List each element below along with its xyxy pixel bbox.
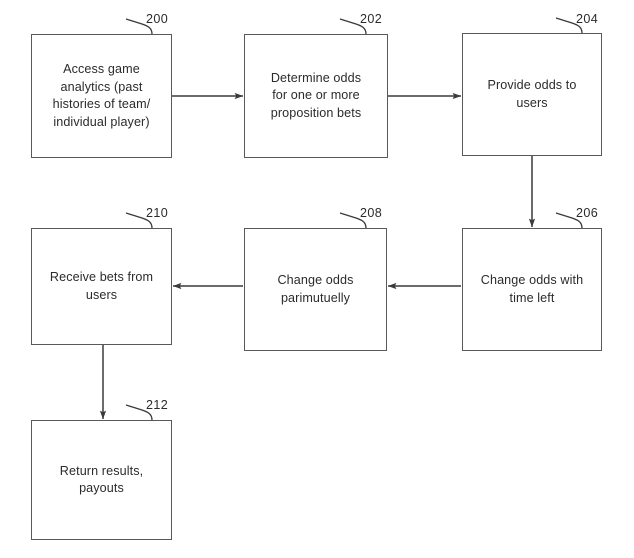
leader-208 (339, 212, 367, 229)
ref-number-210: 210 (146, 206, 169, 220)
node-label-206: Change odds with time left (480, 273, 584, 305)
node-label-200: Access game analytics (past histories of… (52, 62, 151, 129)
leader-204 (555, 17, 583, 34)
node-label-212: Return results, payouts (59, 463, 144, 496)
ref-number-204: 204 (576, 12, 599, 26)
process-node-200[interactable]: Access game analytics (past histories of… (31, 34, 172, 158)
node-label-208: Change odds parimutuelly (277, 273, 354, 305)
ref-number-200: 200 (146, 12, 169, 26)
process-node-204[interactable]: Provide odds to users (462, 33, 602, 156)
leader-206 (555, 212, 583, 229)
node-label-210: Receive bets from users (49, 270, 154, 302)
ref-number-212: 212 (146, 398, 169, 412)
leader-200 (125, 18, 153, 35)
process-node-212[interactable]: Return results, payouts (31, 420, 172, 540)
node-label-202: Determine odds for one or more propositi… (270, 70, 362, 120)
node-label-204: Provide odds to users (487, 78, 577, 110)
leader-212 (125, 404, 153, 421)
process-node-202[interactable]: Determine odds for one or more propositi… (244, 34, 388, 158)
ref-number-206: 206 (576, 206, 599, 220)
process-node-206[interactable]: Change odds with time left (462, 228, 602, 351)
process-node-208[interactable]: Change odds parimutuelly (244, 228, 387, 351)
leader-210 (125, 212, 153, 229)
ref-number-208: 208 (360, 206, 383, 220)
leader-202 (339, 18, 367, 35)
ref-number-202: 202 (360, 12, 383, 26)
process-node-210[interactable]: Receive bets from users (31, 228, 172, 345)
